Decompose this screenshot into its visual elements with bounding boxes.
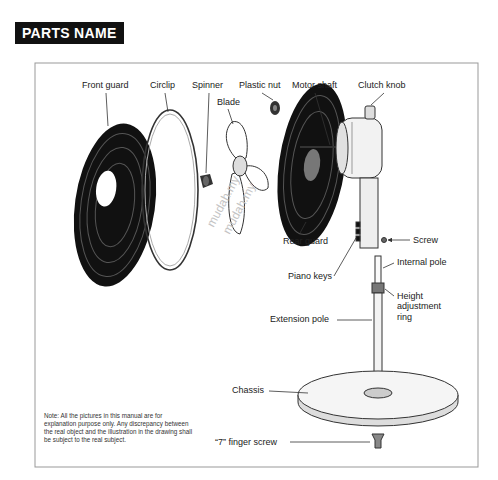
leader-line: [228, 109, 233, 124]
leader-line: [315, 93, 330, 145]
spinner: [203, 176, 209, 186]
chassis: [372, 434, 384, 448]
front-guard: [80, 144, 150, 266]
part-label: Clutch knob: [358, 80, 406, 90]
chassis: [298, 371, 458, 419]
part-label: Chassis: [232, 385, 264, 395]
note-text: Note: All the pictures in this manual ar…: [44, 412, 194, 443]
pole: [375, 256, 381, 284]
leader-line: [337, 320, 372, 321]
part-label: Screw: [413, 235, 438, 245]
rear-guard: [268, 79, 356, 251]
pole: [374, 293, 382, 379]
leader-line: [106, 93, 410, 442]
pole: [372, 256, 384, 379]
bracket: [356, 229, 360, 234]
title-band: PARTS NAME: [15, 22, 124, 44]
leader-line: [383, 263, 394, 268]
spinner: [200, 174, 213, 188]
motor: [336, 122, 348, 174]
leader-line: [388, 240, 410, 241]
spinner: [200, 174, 213, 188]
front-guard: [64, 118, 166, 292]
blade: [226, 122, 247, 160]
circlip: [142, 110, 198, 270]
leader-line: [106, 93, 108, 126]
bracket: [356, 222, 360, 227]
leader-line: [334, 238, 356, 276]
part-label: Rear guard: [283, 236, 328, 246]
plastic-nut: [270, 101, 280, 115]
part-label: Front guard: [82, 80, 129, 90]
leader-line: [371, 93, 384, 105]
plastic-nut: [270, 101, 280, 115]
leader-line: [269, 391, 308, 393]
part-label: Motor shaft: [292, 80, 337, 90]
front-guard: [90, 161, 139, 249]
bracket: [360, 178, 378, 248]
rear-guard: [302, 148, 322, 182]
part-label: Circlip: [150, 80, 175, 90]
chassis: [298, 371, 458, 448]
front-guard: [64, 118, 166, 292]
circlip: [142, 110, 198, 270]
part-label: Internal pole: [397, 257, 447, 267]
plastic-nut: [273, 105, 277, 111]
part-label: Piano keys: [288, 271, 332, 281]
chassis: [364, 388, 392, 398]
leader-line: [262, 93, 273, 100]
front-guard: [94, 169, 119, 207]
bracket: [382, 238, 387, 243]
blade: [233, 156, 247, 176]
pole: [372, 283, 384, 293]
leader-line: [165, 93, 168, 112]
circlip: [145, 114, 195, 266]
rear-guard: [268, 79, 356, 251]
motor: [300, 146, 340, 148]
part-label: Blade: [217, 97, 240, 107]
rear-guard: [285, 109, 340, 222]
motor: [352, 122, 353, 174]
motor: [300, 106, 382, 178]
frame-border: [35, 63, 478, 467]
leader-line: [300, 222, 306, 233]
bracket: [356, 236, 360, 241]
part-label: “7” finger screw: [215, 437, 277, 447]
leader-line: [206, 93, 209, 173]
leader-line: [385, 289, 394, 296]
rear-guard: [276, 92, 349, 238]
part-label: Height adjustment ring: [397, 291, 453, 322]
motor: [365, 106, 375, 119]
part-label: Extension pole: [270, 314, 329, 324]
part-label: Plastic nut: [239, 80, 281, 90]
leader-line: [290, 442, 370, 443]
part-label: Spinner: [192, 80, 223, 90]
bracket: [356, 178, 387, 248]
